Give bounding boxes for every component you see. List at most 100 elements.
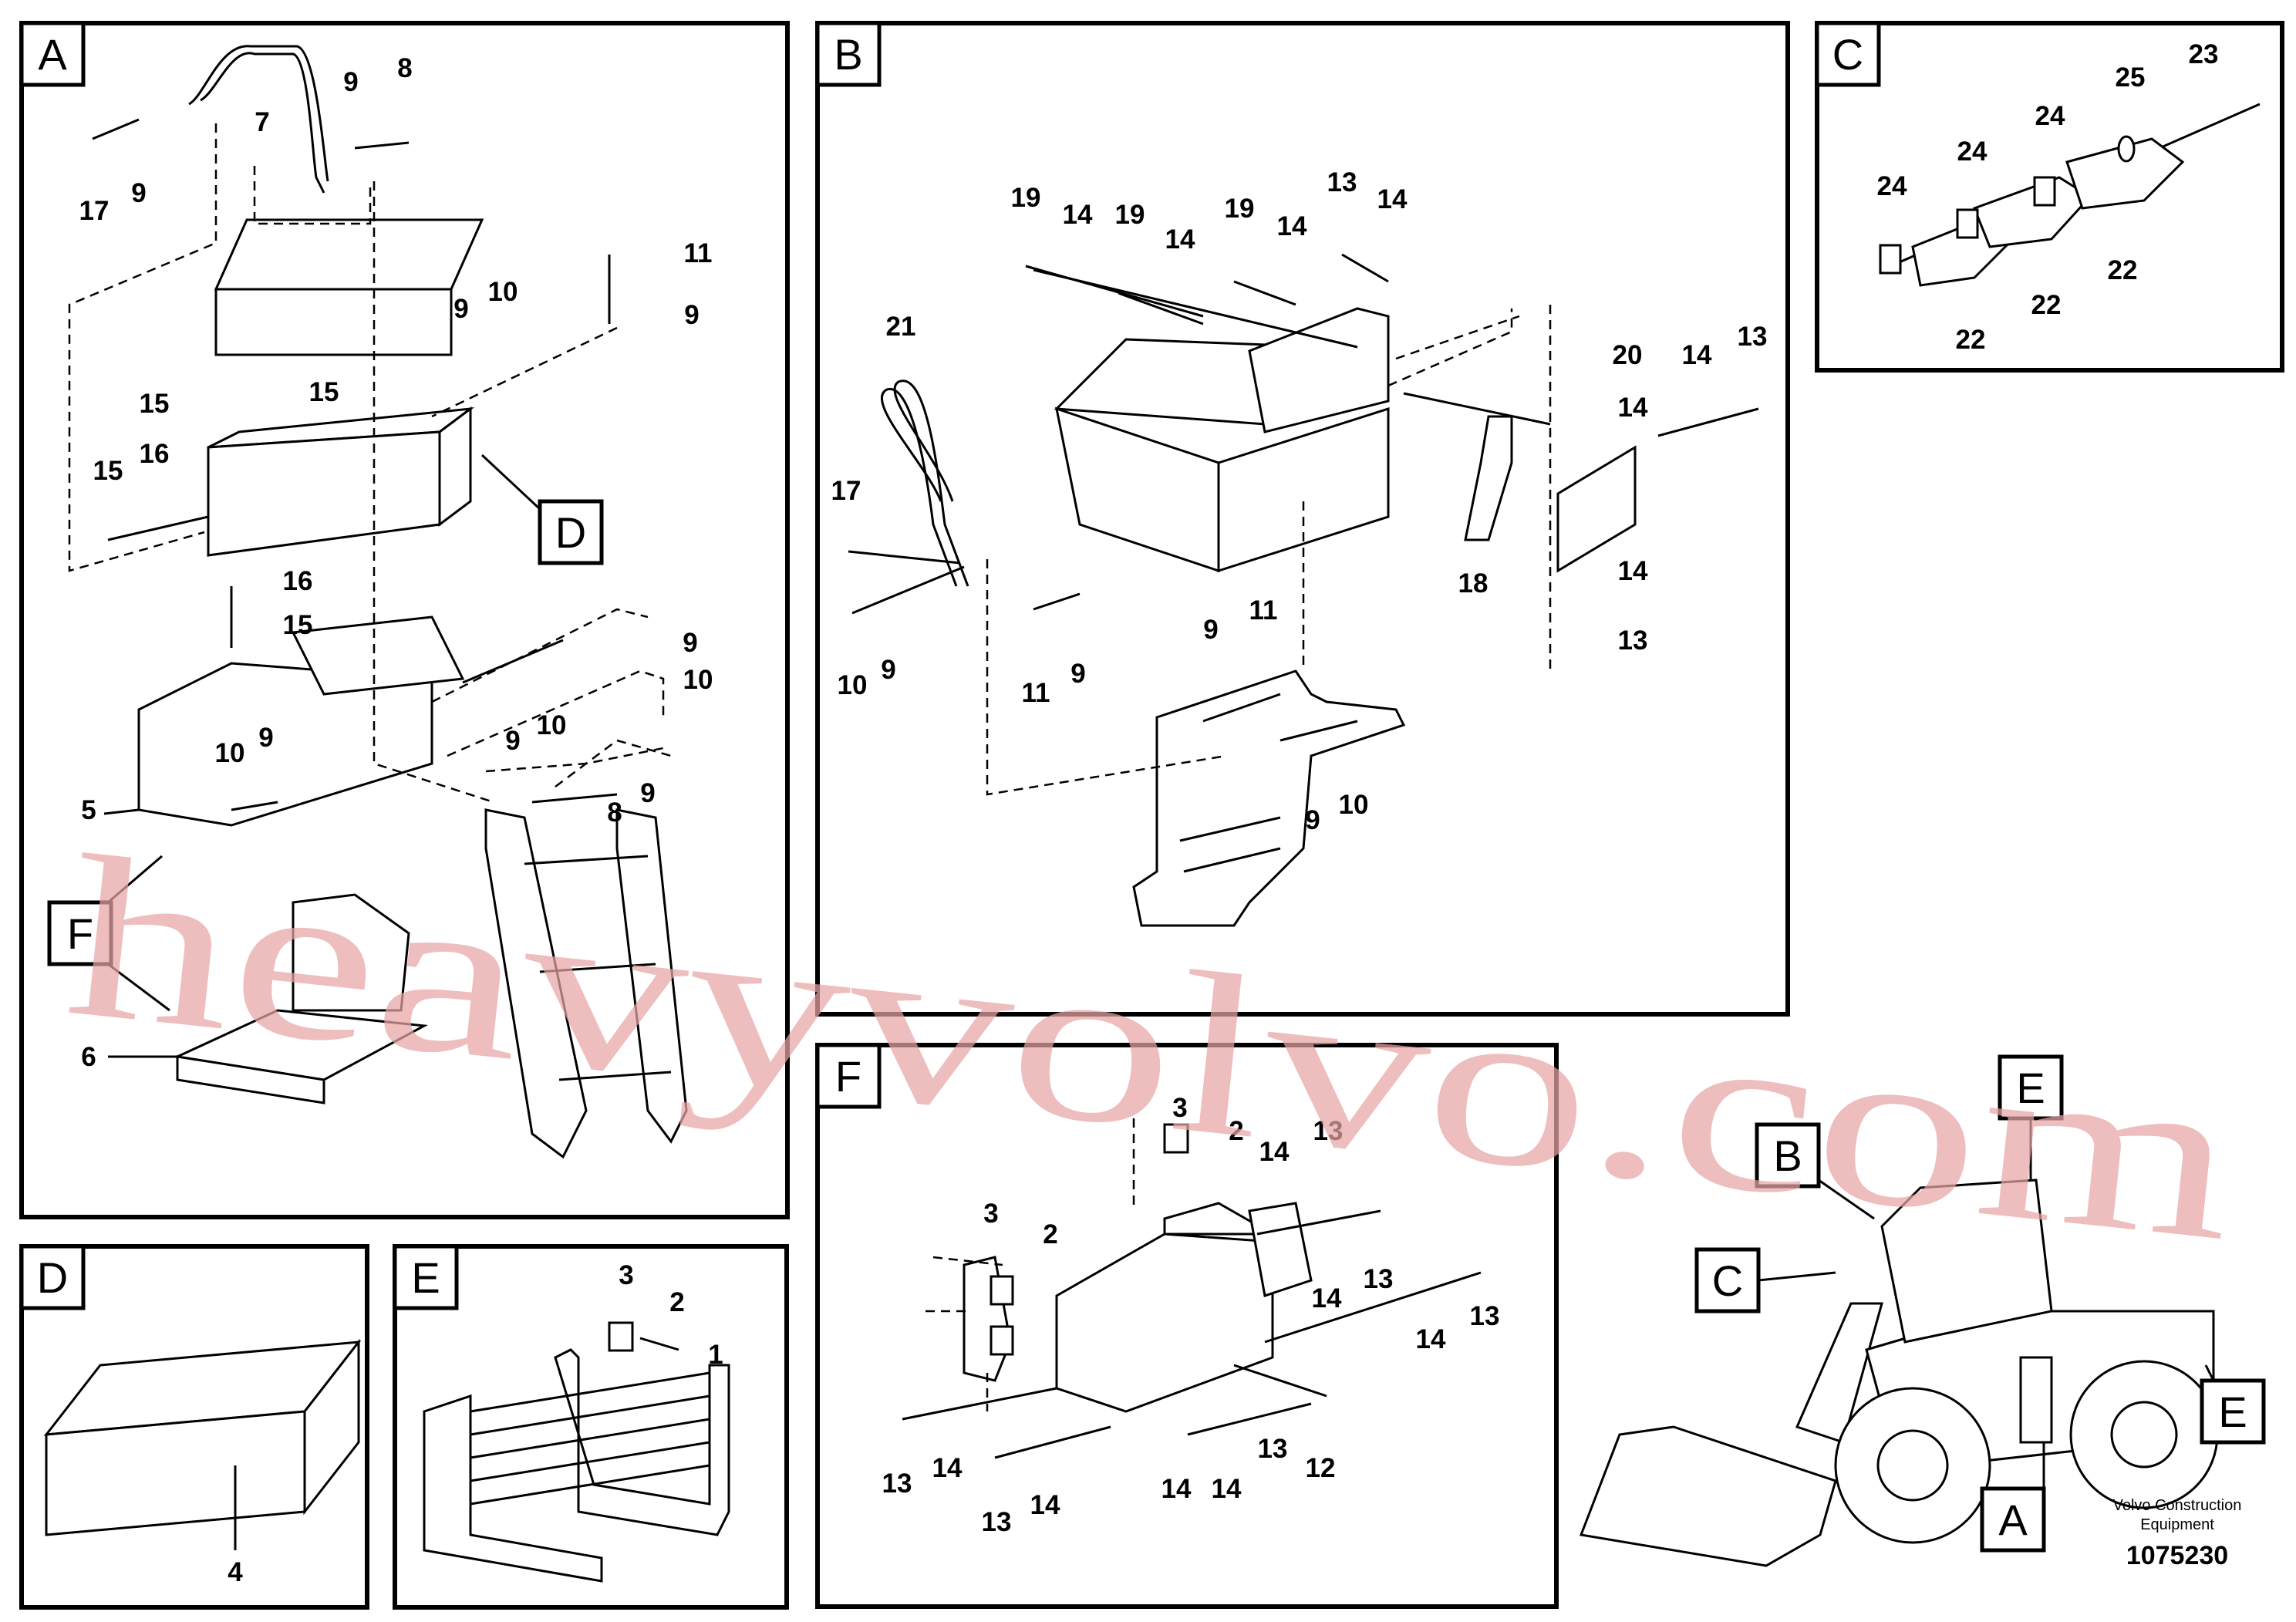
part-number: 9 bbox=[684, 300, 699, 330]
part-number: 13 bbox=[1313, 1116, 1344, 1146]
credit-line-1: Volvo Construction bbox=[2113, 1497, 2242, 1514]
callout-d-box bbox=[538, 499, 604, 565]
lower-step-bracket bbox=[1132, 669, 1406, 927]
part-number: 19 bbox=[1115, 200, 1145, 230]
part-number: 9 bbox=[131, 178, 146, 208]
part-number: 21 bbox=[886, 312, 916, 342]
part-number: 14 bbox=[1416, 1324, 1446, 1354]
panel-b: B 19 bbox=[815, 21, 1790, 1017]
part-number: 4 bbox=[228, 1557, 243, 1587]
panel-b-part-numbers: 19 14 19 14 19 14 13 14 21 20 14 13 17 1… bbox=[831, 167, 1768, 835]
part-number: 2 bbox=[1229, 1116, 1243, 1146]
part-number: 9 bbox=[1070, 659, 1085, 689]
part-number: 13 bbox=[882, 1469, 912, 1499]
part-number: 25 bbox=[2116, 62, 2146, 93]
panel-f: F 3 2 14 13 3 2 14 13 13 14 13 14 bbox=[815, 1043, 1559, 1609]
clamp-plate bbox=[2065, 137, 2185, 210]
part-number: 16 bbox=[283, 566, 313, 596]
part-number: 14 bbox=[1377, 184, 1408, 214]
part-number: 22 bbox=[2108, 255, 2138, 285]
part-number: 15 bbox=[93, 456, 123, 486]
bracket-part bbox=[1464, 415, 1513, 541]
part-number: 24 bbox=[1877, 171, 1907, 201]
part-number: 14 bbox=[1259, 1137, 1290, 1167]
part-number: 9 bbox=[258, 723, 273, 753]
part-number: 10 bbox=[537, 710, 567, 740]
panel-d-letter-box bbox=[19, 1244, 86, 1310]
part-number: 3 bbox=[1172, 1093, 1187, 1123]
step-side-plate bbox=[423, 1394, 603, 1583]
ladder-right-rail bbox=[615, 808, 688, 1144]
bushing-part bbox=[1163, 1123, 1189, 1154]
part-number: 8 bbox=[607, 798, 622, 828]
part-number: 9 bbox=[1305, 805, 1320, 835]
part-number: 14 bbox=[1312, 1283, 1342, 1313]
panel-a-part-numbers: 7 9 8 17 9 11 9 9 10 15 15 15 16 16 15 9… bbox=[79, 53, 713, 1072]
mount-plate bbox=[1556, 445, 1637, 573]
part-number: 14 bbox=[1618, 556, 1648, 586]
part-number: 15 bbox=[140, 389, 170, 419]
overview-callout-e-top: E bbox=[2016, 1064, 2045, 1112]
part-number: 13 bbox=[1738, 322, 1768, 352]
part-number: 6 bbox=[81, 1042, 96, 1072]
credit-block: Volvo Construction Equipment 1075230 bbox=[2113, 1497, 2242, 1570]
panel-a-frame bbox=[19, 21, 790, 1219]
panel-a-letter: A bbox=[38, 30, 67, 79]
panel-a: A bbox=[19, 21, 790, 1219]
part-number: 9 bbox=[1203, 615, 1218, 645]
part-number: 13 bbox=[1618, 626, 1648, 656]
bushing-part bbox=[608, 1321, 634, 1352]
step-frame bbox=[554, 1348, 730, 1536]
part-number: 11 bbox=[1022, 678, 1050, 708]
part-number: 11 bbox=[684, 238, 713, 268]
overview-callout-c: C bbox=[1712, 1256, 1743, 1305]
callout-f-box bbox=[47, 900, 113, 966]
overview-callout-e-right: E bbox=[2218, 1388, 2247, 1436]
part-number: 13 bbox=[1258, 1434, 1288, 1464]
part-number: 14 bbox=[1030, 1490, 1060, 1520]
bushing-part bbox=[990, 1275, 1014, 1306]
part-number: 14 bbox=[1277, 211, 1307, 241]
panel-c-frame bbox=[1815, 21, 2284, 373]
overview-callout-e-top-box bbox=[1998, 1054, 2064, 1121]
part-number: 10 bbox=[215, 738, 245, 768]
panel-c-letter: C bbox=[1832, 30, 1863, 79]
part-number: 3 bbox=[619, 1260, 633, 1290]
panel-e-letter-box bbox=[393, 1244, 459, 1310]
overview-callout-a-box bbox=[1980, 1486, 2046, 1553]
callout-f: F bbox=[67, 909, 93, 958]
access-ladder bbox=[2019, 1356, 2053, 1444]
callout-d: D bbox=[555, 508, 586, 557]
panel-a-letter-box bbox=[19, 21, 86, 87]
loader-cab bbox=[1880, 1179, 2053, 1344]
part-number: 14 bbox=[1161, 1474, 1192, 1504]
panel-f-letter: F bbox=[835, 1052, 861, 1101]
part-number: 24 bbox=[1957, 137, 1988, 167]
credit-line-2: Equipment bbox=[2140, 1516, 2214, 1533]
part-number: 10 bbox=[488, 277, 518, 307]
part-number: 13 bbox=[1364, 1264, 1394, 1294]
panel-d-frame bbox=[19, 1244, 369, 1610]
panel-b-letter: B bbox=[834, 30, 862, 79]
part-number: 12 bbox=[1306, 1453, 1336, 1483]
part-number: 1 bbox=[708, 1340, 723, 1370]
part-number: 24 bbox=[2035, 101, 2065, 131]
panel-c-letter-box bbox=[1815, 21, 1881, 87]
part-number: 13 bbox=[1470, 1301, 1500, 1331]
part-number: 9 bbox=[640, 778, 655, 808]
clamp-plate bbox=[1973, 176, 2092, 248]
part-number: 14 bbox=[1618, 393, 1648, 423]
part-number: 17 bbox=[79, 196, 110, 226]
part-number: 14 bbox=[1165, 224, 1195, 255]
step-frame-assembly bbox=[1055, 1233, 1274, 1413]
part-number: 9 bbox=[683, 628, 697, 658]
panel-f-letter-box bbox=[815, 1043, 882, 1109]
part-number: 15 bbox=[309, 377, 339, 407]
overview-callout-a: A bbox=[1998, 1496, 2028, 1544]
part-number: 5 bbox=[81, 795, 96, 825]
storage-box-front bbox=[45, 1410, 306, 1536]
part-number: 9 bbox=[453, 294, 468, 324]
part-number: 7 bbox=[255, 107, 269, 137]
part-number: 13 bbox=[982, 1507, 1012, 1537]
